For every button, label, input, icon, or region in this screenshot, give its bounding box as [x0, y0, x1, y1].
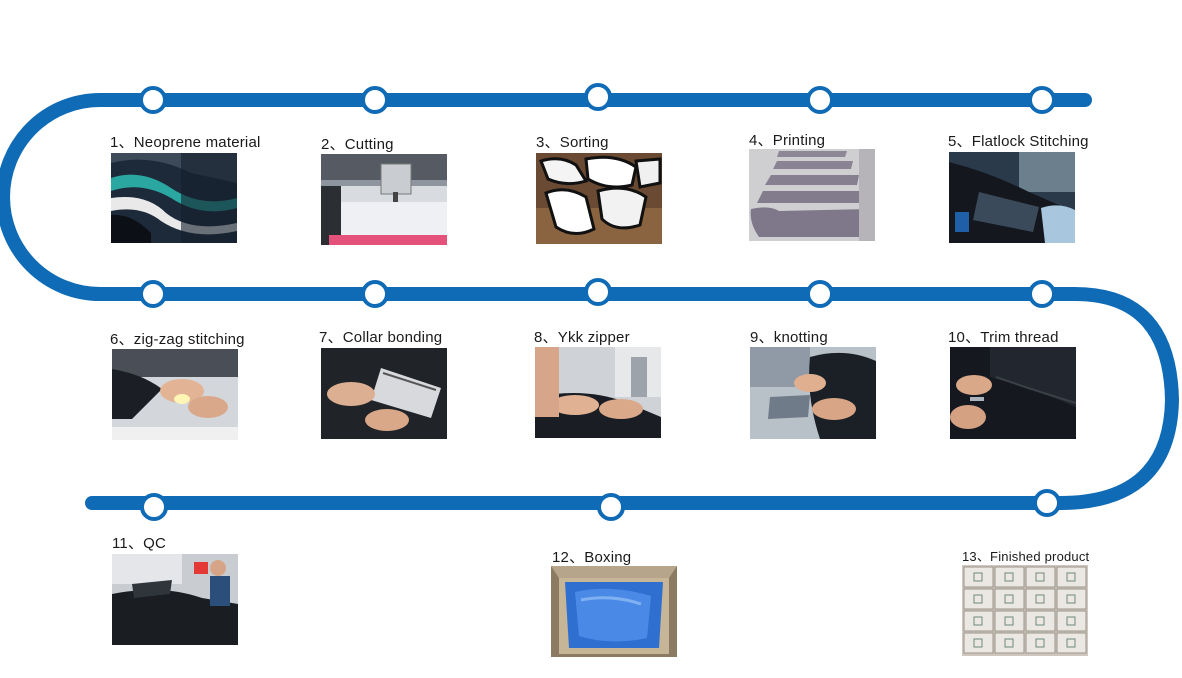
knotting-hands-image: [750, 347, 876, 439]
trim-hands-image: [950, 347, 1076, 439]
blue-box-image: [551, 566, 677, 657]
printed-panels-image: [749, 149, 875, 241]
box-logo: [1004, 572, 1014, 582]
step-node: [597, 493, 625, 521]
sewing-hands-image: [112, 349, 238, 440]
box: [1025, 566, 1056, 588]
box-logo: [1035, 572, 1045, 582]
box: [963, 588, 994, 610]
track-line: [0, 93, 1179, 510]
step-label: 8、Ykk zipper: [534, 329, 630, 346]
step-node: [140, 493, 168, 521]
step-node: [361, 86, 389, 114]
neoprene-rolls-image: [111, 153, 237, 243]
box: [1056, 610, 1087, 632]
box-logo: [1035, 638, 1045, 648]
sewing-station-image: [949, 152, 1075, 243]
box: [963, 610, 994, 632]
box-logo: [1066, 616, 1076, 626]
step-node: [584, 83, 612, 111]
box-logo: [1066, 594, 1076, 604]
box-logo: [973, 572, 983, 582]
box-logo: [1035, 594, 1045, 604]
step-label: 4、Printing: [749, 132, 826, 149]
step-label: 3、Sorting: [536, 134, 609, 151]
step-node: [139, 86, 167, 114]
step-node: [1028, 280, 1056, 308]
step-label: 9、knotting: [750, 329, 828, 346]
step-node: [806, 86, 834, 114]
box: [994, 610, 1025, 632]
box: [1025, 632, 1056, 654]
quality-check-image: [112, 554, 238, 645]
box: [1056, 588, 1087, 610]
box-logo: [1004, 616, 1014, 626]
box: [994, 566, 1025, 588]
box: [994, 588, 1025, 610]
cut-pieces-image: [536, 153, 662, 244]
box: [963, 632, 994, 654]
step-label: 2、Cutting: [321, 136, 394, 153]
stacked-boxes-image: [962, 565, 1088, 656]
step-node: [1033, 489, 1061, 517]
box-logo: [973, 638, 983, 648]
step-node: [139, 280, 167, 308]
box-logo: [1004, 594, 1014, 604]
box: [1025, 588, 1056, 610]
box-logo: [973, 616, 983, 626]
step-node: [584, 278, 612, 306]
box: [1056, 566, 1087, 588]
cutting-machine-image: [321, 154, 447, 245]
step-label: 5、Flatlock Stitching: [948, 133, 1089, 150]
box: [994, 632, 1025, 654]
step-label: 12、Boxing: [552, 549, 632, 566]
box: [1056, 632, 1087, 654]
step-label: 13、Finished product: [962, 549, 1090, 564]
step-label: 10、Trim thread: [948, 329, 1059, 346]
box-logo: [1035, 616, 1045, 626]
step-node: [361, 280, 389, 308]
box-logo: [1066, 572, 1076, 582]
step-node: [806, 280, 834, 308]
step-label: 6、zig-zag stitching: [110, 331, 245, 348]
step-node: [1028, 86, 1056, 114]
box-logo: [1066, 638, 1076, 648]
step-label: 1、Neoprene material: [110, 134, 261, 151]
step-label: 11、QC: [112, 535, 167, 552]
box-logo: [973, 594, 983, 604]
box: [963, 566, 994, 588]
bonding-hands-image: [321, 348, 447, 439]
step-label: 7、Collar bonding: [319, 329, 443, 346]
box: [1025, 610, 1056, 632]
box-logo: [1004, 638, 1014, 648]
zipper-sewing-image: [535, 347, 661, 438]
